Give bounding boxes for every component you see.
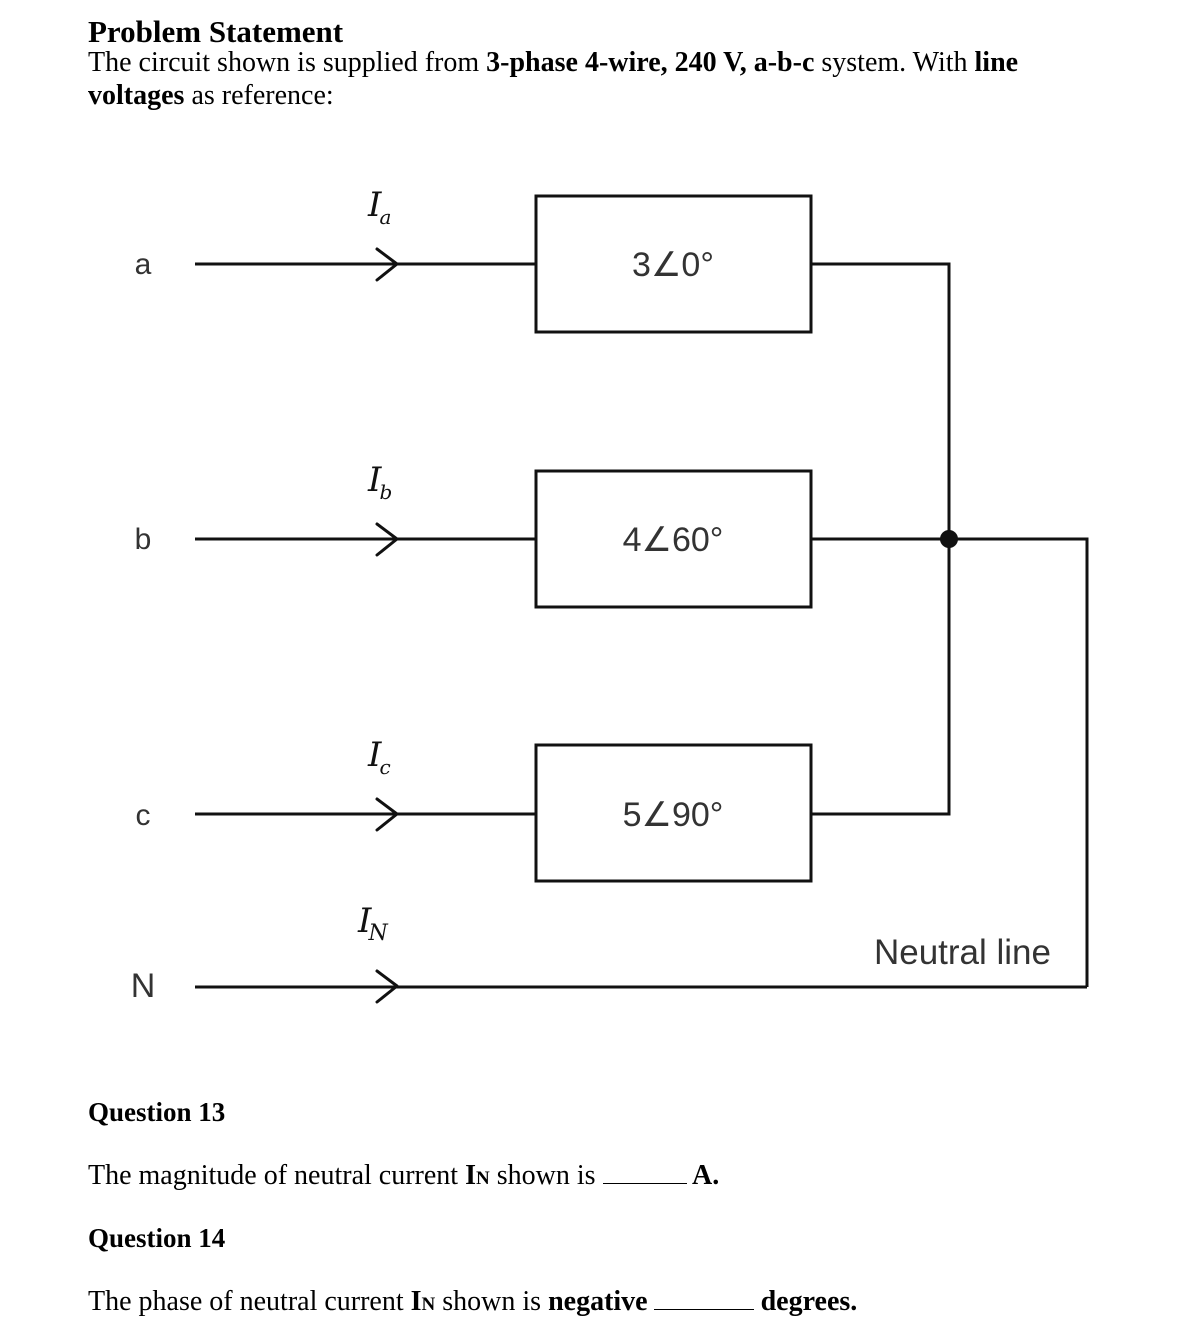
current-n-arrow bbox=[375, 969, 399, 1004]
impedance-c-value: 5∠90° bbox=[623, 796, 724, 834]
impedance-a-value: 3∠0° bbox=[632, 246, 714, 284]
current-a-arrow bbox=[375, 247, 399, 282]
current-a-label: Ia bbox=[367, 185, 391, 229]
reference-term: line bbox=[974, 47, 1019, 78]
current-c-label: Ic bbox=[367, 735, 391, 779]
reference-term: voltages bbox=[88, 80, 185, 111]
statement-text: system. With bbox=[814, 47, 975, 78]
neutral-current-symbol: I bbox=[465, 1160, 476, 1191]
impedance-b-value: 4∠60° bbox=[623, 521, 724, 559]
question-14-text: The phase of neutral current IN shown is… bbox=[88, 1285, 857, 1318]
answer-blank-13[interactable] bbox=[602, 1159, 687, 1184]
impedance-c-box bbox=[534, 743, 813, 883]
current-n-label: IN bbox=[357, 901, 388, 946]
neutral-current-subscript: N bbox=[475, 1168, 490, 1189]
neutral-line-label: Neutral line bbox=[874, 933, 1051, 972]
neutral-node-dot bbox=[940, 530, 958, 548]
neutral-current-subscript: N bbox=[421, 1294, 436, 1315]
question-text: shown is bbox=[489, 1160, 603, 1191]
system-spec: 3-phase 4-wire, 240 V, a-b-c bbox=[486, 47, 815, 78]
terminal-b-label: b bbox=[135, 523, 152, 556]
current-b-label: Ib bbox=[367, 460, 392, 504]
current-c-arrow bbox=[375, 797, 399, 832]
problem-statement-line-1: The circuit shown is supplied from 3-pha… bbox=[88, 47, 1018, 79]
neutral-current-symbol: I bbox=[410, 1286, 422, 1317]
impedance-b-box bbox=[534, 469, 813, 609]
question-13-title: Question 13 bbox=[88, 1097, 226, 1127]
current-b-arrow bbox=[375, 522, 399, 557]
question-14-title: Question 14 bbox=[88, 1223, 226, 1253]
statement-text: The circuit shown is supplied from bbox=[88, 47, 487, 78]
question-text: shown is bbox=[435, 1286, 549, 1317]
problem-title: Problem Statement bbox=[88, 14, 344, 49]
question-13-text: The magnitude of neutral current IN show… bbox=[88, 1159, 719, 1192]
negative-keyword: negative bbox=[548, 1286, 648, 1317]
terminal-n-label: N bbox=[131, 967, 156, 1005]
unit-label: degrees. bbox=[753, 1286, 858, 1317]
problem-statement-line-2: voltages as reference: bbox=[88, 80, 334, 112]
question-text: The phase of neutral current bbox=[88, 1286, 411, 1317]
answer-blank-14[interactable] bbox=[653, 1285, 754, 1310]
question-text: The magnitude of neutral current bbox=[88, 1160, 466, 1191]
statement-text: as reference: bbox=[184, 80, 334, 111]
circuit-diagram: a b c N Ia Ib Ic IN 3∠0° 4∠60° 5∠90° Neu… bbox=[131, 185, 1089, 1005]
unit-label: A. bbox=[686, 1160, 720, 1191]
terminal-a-label: a bbox=[135, 248, 152, 281]
neutral-return-wire bbox=[949, 537, 1089, 987]
terminal-c-label: c bbox=[136, 799, 151, 832]
